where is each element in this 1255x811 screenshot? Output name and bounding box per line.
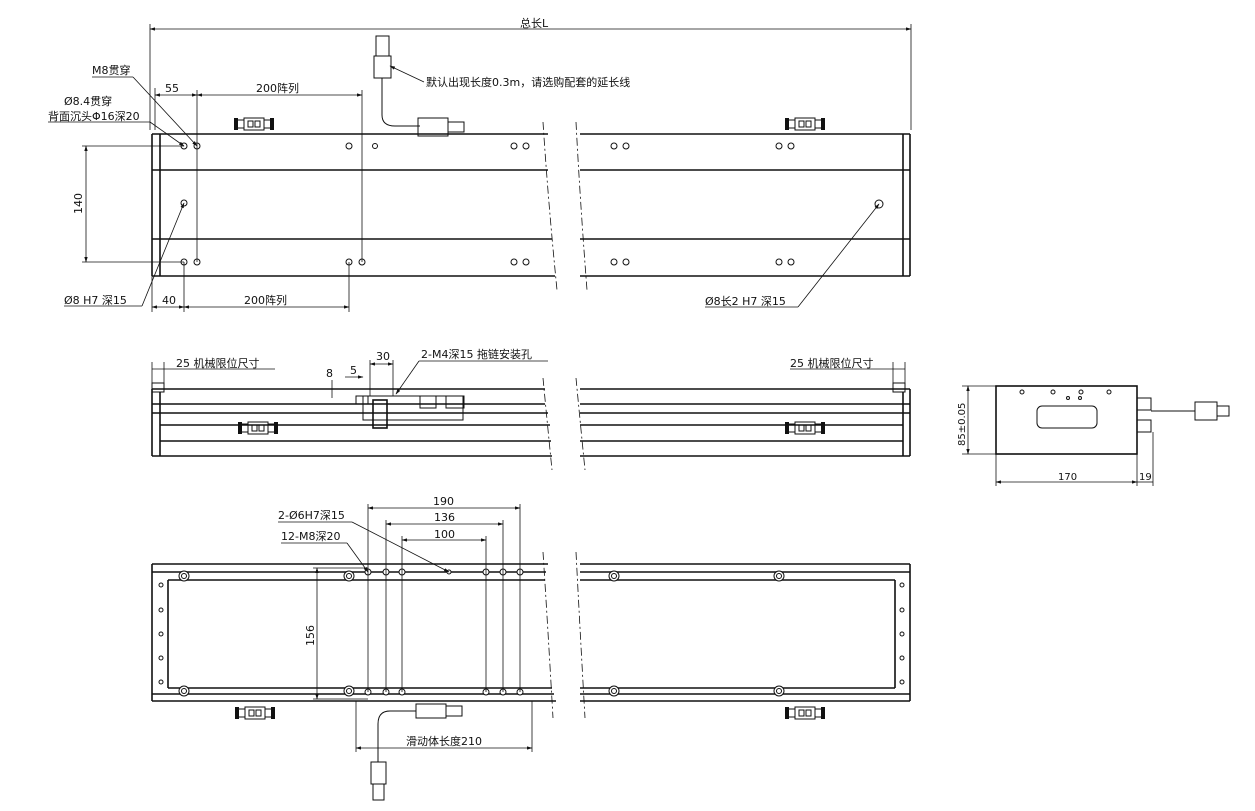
end-width-label: 170 xyxy=(1058,472,1077,483)
cable-note: 默认出现长度0.3m，请选购配套的延长线 xyxy=(426,75,630,89)
dim-100: 100 xyxy=(434,528,455,541)
pin-holes-label: 2-Ø6H7深15 xyxy=(278,509,345,522)
tap-holes-label: 12-M8深20 xyxy=(281,530,340,543)
top-view: 总长L xyxy=(48,16,912,312)
end-view: 85±0.05 170 19 xyxy=(957,385,1230,486)
bottom-holes xyxy=(158,568,905,697)
m8-through-label: M8贯穿 xyxy=(92,63,131,77)
total-length-label: 总长L xyxy=(520,16,549,30)
pin-hole-label: Ø8 H7 深15 xyxy=(64,294,127,307)
dim-40: 40 xyxy=(162,294,176,307)
dim-200-array-top: 200阵列 xyxy=(256,81,299,95)
top-holes xyxy=(180,142,884,266)
dim-156: 156 xyxy=(304,625,317,646)
dim-136: 136 xyxy=(434,511,455,524)
dim-200-array-bottom: 200阵列 xyxy=(244,293,287,307)
chain-holes-label: 2-M4深15 拖链安装孔 xyxy=(421,347,532,361)
dim-140: 140 xyxy=(72,193,85,214)
counterbore-label: 背面沉头Φ16深20 xyxy=(48,109,140,123)
dim-5: 5 xyxy=(350,364,357,377)
hole-84-label: Ø8.4贯穿 xyxy=(64,94,112,108)
slot-hole-label: Ø8长2 H7 深15 xyxy=(705,295,786,308)
side-view: 25 机械限位尺寸 25 机械限位尺寸 30 8 5 2-M4深15 拖链安装孔 xyxy=(151,347,911,471)
limit-right-label: 25 机械限位尺寸 xyxy=(790,356,874,370)
limit-left-label: 25 机械限位尺寸 xyxy=(176,356,260,370)
dim-8: 8 xyxy=(326,367,333,380)
end-dim-19: 19 xyxy=(1139,472,1152,483)
dim-55: 55 xyxy=(165,82,179,95)
end-height-label: 85±0.05 xyxy=(957,403,968,446)
bottom-view: 190 136 100 2-Ø6H7深15 12-M8深20 156 滑动体长度… xyxy=(151,495,911,801)
slider-length-label: 滑动体长度210 xyxy=(406,734,482,748)
dim-30: 30 xyxy=(376,350,390,363)
dim-190: 190 xyxy=(433,495,454,508)
